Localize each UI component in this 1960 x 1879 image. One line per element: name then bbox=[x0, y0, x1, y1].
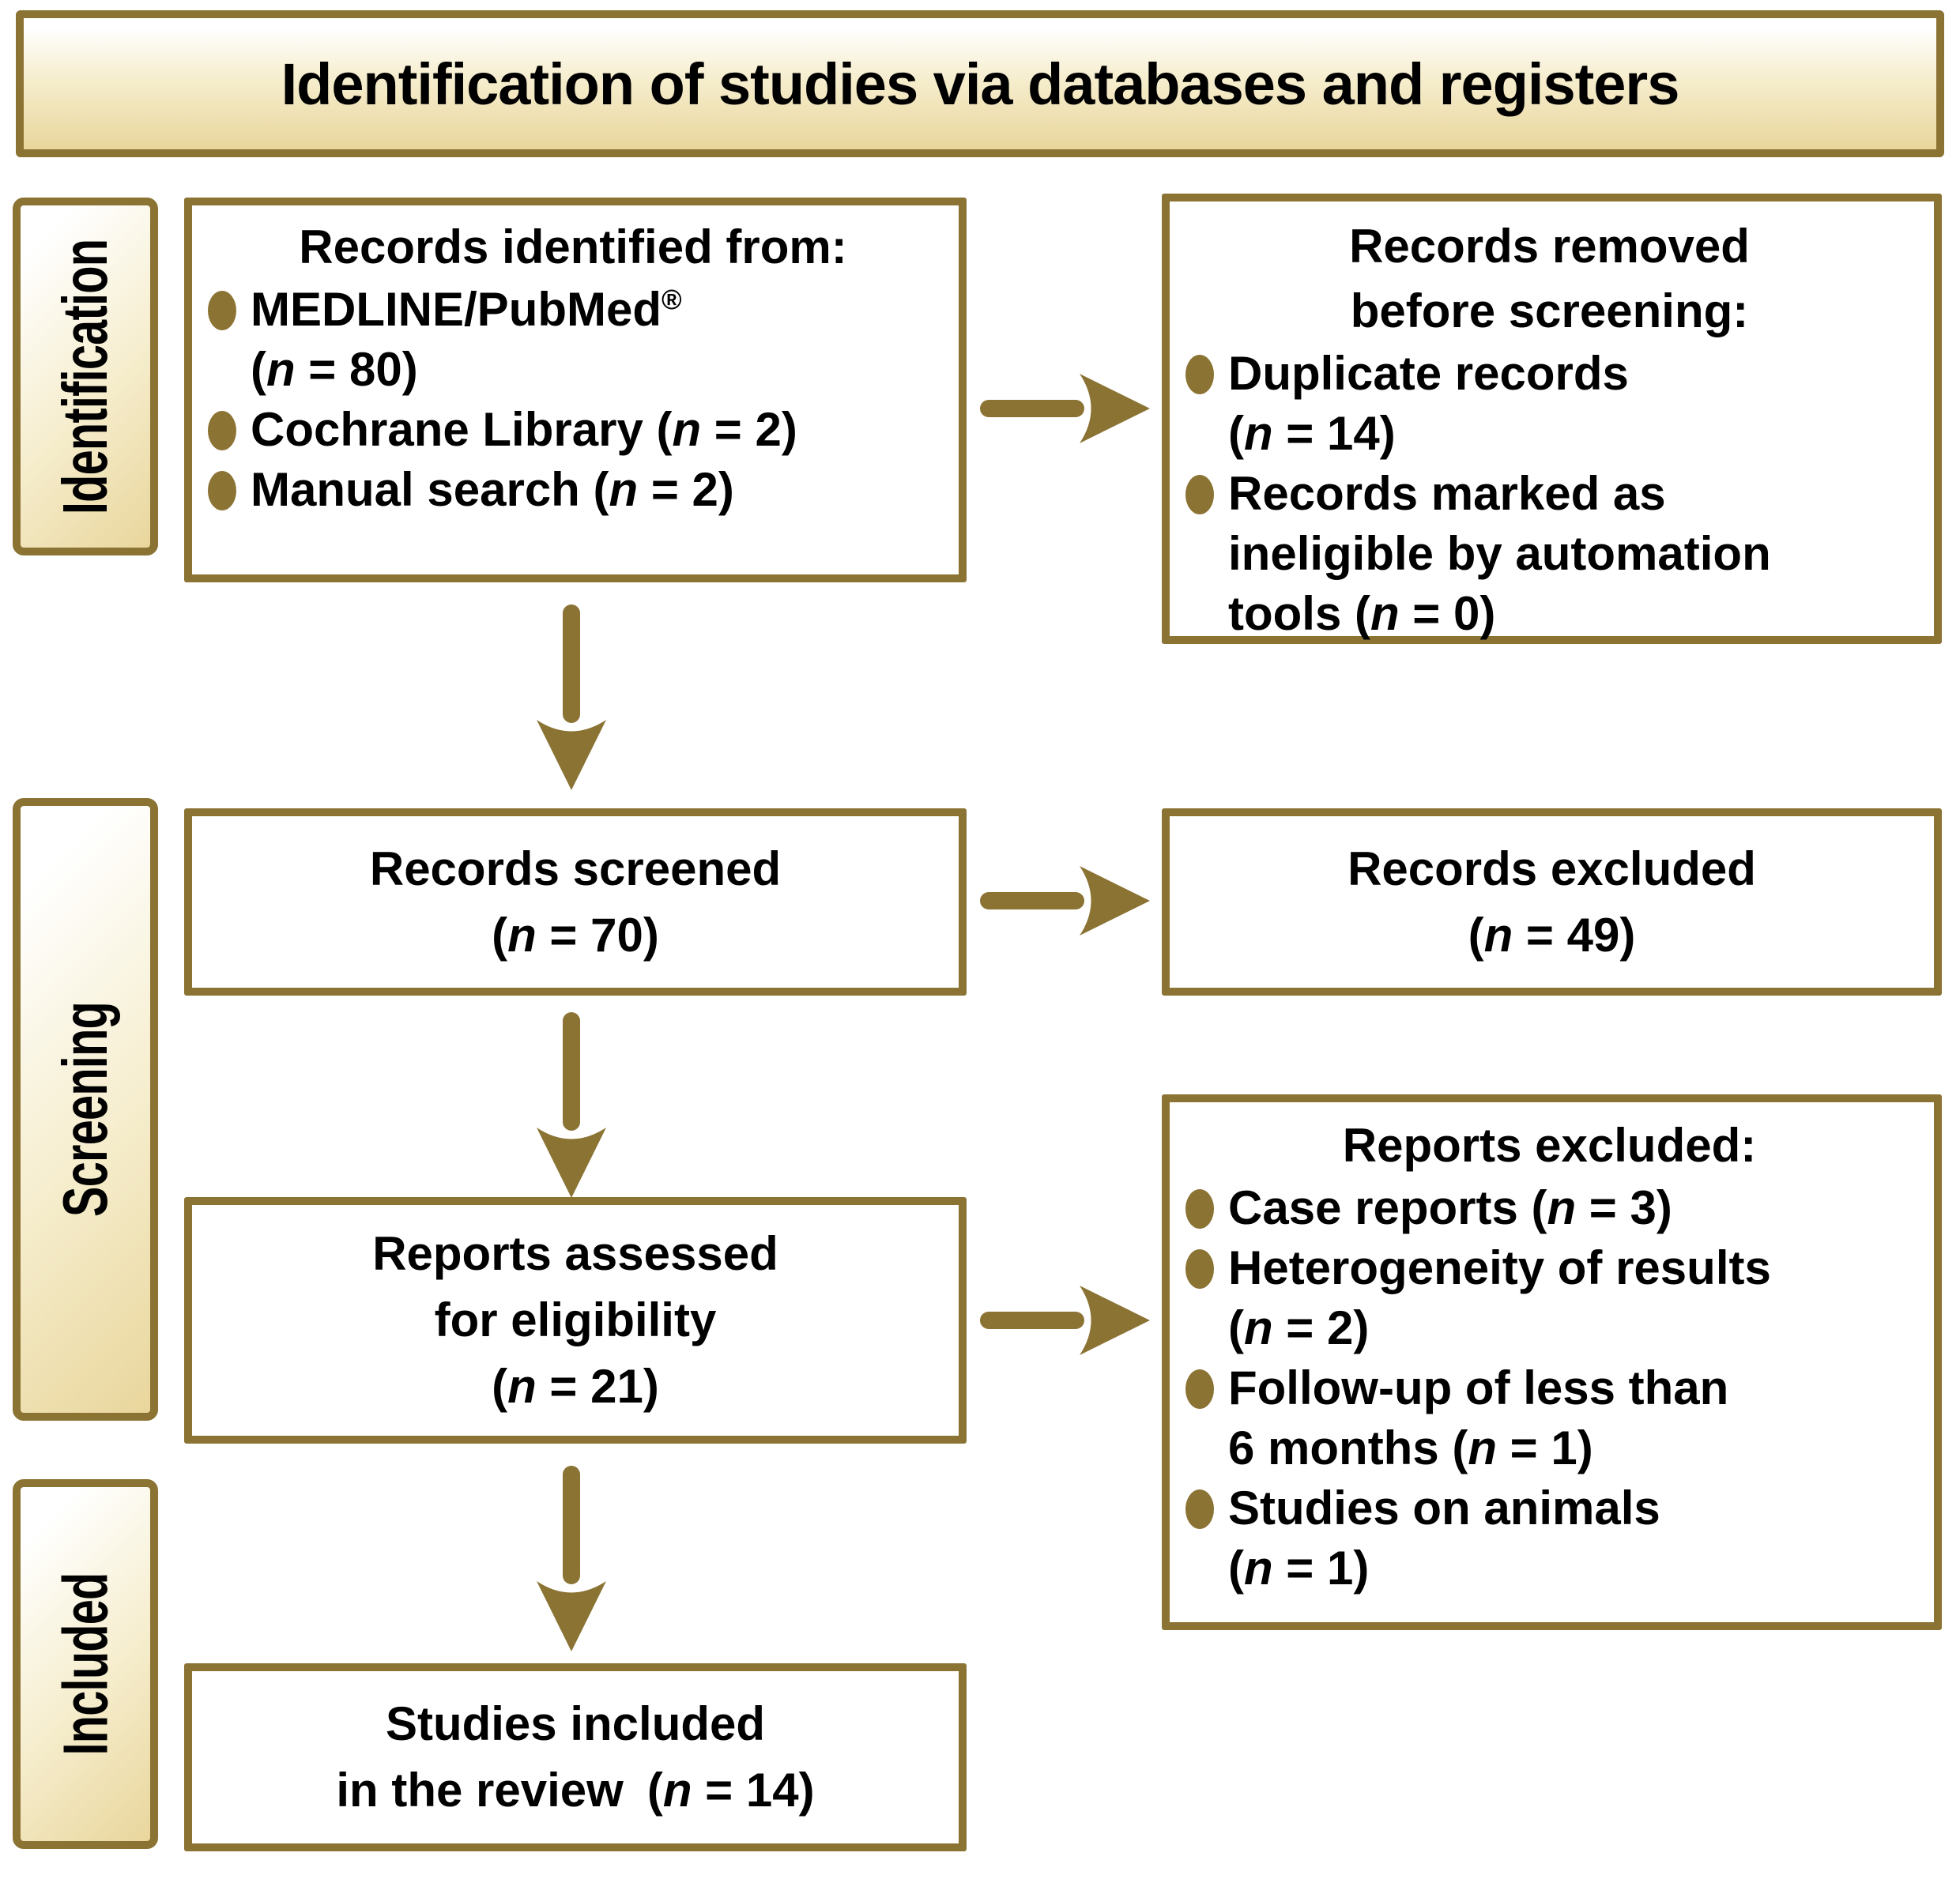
list-item: Studies on animals (n = 1) bbox=[1185, 1478, 1918, 1598]
stage-label-text: Included bbox=[50, 1572, 120, 1756]
box-text: Reports assessed for eligibility (n = 21… bbox=[372, 1227, 778, 1413]
title-banner: Identification of studies via databases … bbox=[16, 10, 1944, 157]
box-records-screened: Records screened (n = 70) bbox=[184, 808, 967, 996]
list-item: MEDLINE/PubMed® (n = 80) bbox=[208, 280, 943, 400]
stage-label-screening: Screening bbox=[13, 798, 158, 1421]
list-item-text: Heterogeneity of results (n = 2) bbox=[1228, 1241, 1771, 1354]
bullet-list: Duplicate records (n = 14) Records marke… bbox=[1181, 344, 1918, 644]
box-text: Studies included in the review (n = 14) bbox=[336, 1697, 815, 1817]
bullet-icon bbox=[1185, 1489, 1214, 1529]
list-item: Duplicate records (n = 14) bbox=[1185, 344, 1918, 464]
list-item-text: Manual search (n = 2) bbox=[251, 463, 734, 516]
list-item: Manual search (n = 2) bbox=[208, 460, 943, 520]
list-item-text: Follow-up of less than 6 months (n = 1) bbox=[1228, 1361, 1729, 1474]
box-heading: Reports excluded: bbox=[1342, 1119, 1757, 1172]
right-arrow-assessed-to-reports-excluded bbox=[980, 1286, 1150, 1355]
bullet-icon bbox=[208, 471, 236, 510]
down-arrow-screened-to-assessed bbox=[537, 1012, 606, 1198]
list-item: Cochrane Library (n = 2) bbox=[208, 400, 943, 460]
box-heading: Records identified from: bbox=[299, 220, 847, 273]
box-heading: Records removed before screening: bbox=[1349, 220, 1750, 337]
box-reports-assessed: Reports assessed for eligibility (n = 21… bbox=[184, 1197, 967, 1444]
list-item: Follow-up of less than 6 months (n = 1) bbox=[1185, 1358, 1918, 1478]
stage-label-included: Included bbox=[13, 1479, 158, 1849]
bullet-icon bbox=[1185, 355, 1214, 394]
bullet-icon bbox=[1185, 1249, 1214, 1289]
bullet-icon bbox=[1185, 1189, 1214, 1229]
list-item-text: Cochrane Library (n = 2) bbox=[251, 403, 797, 456]
list-item: Records marked as ineligible by automati… bbox=[1185, 464, 1918, 644]
down-arrow-identified-to-screened bbox=[537, 604, 606, 790]
down-arrow-assessed-to-included bbox=[537, 1466, 606, 1651]
bullet-list: Case reports (n = 3) Heterogeneity of re… bbox=[1181, 1178, 1918, 1598]
bullet-icon bbox=[1185, 475, 1214, 514]
list-item: Heterogeneity of results (n = 2) bbox=[1185, 1238, 1918, 1358]
bullet-icon bbox=[208, 411, 236, 450]
box-text: Records excluded (n = 49) bbox=[1348, 842, 1756, 962]
stage-label-identification: Identification bbox=[13, 198, 158, 555]
right-arrow-screened-to-excluded bbox=[980, 866, 1150, 936]
box-records-identified: Records identified from: MEDLINE/PubMed®… bbox=[184, 198, 967, 582]
bullet-list: MEDLINE/PubMed® (n = 80) Cochrane Librar… bbox=[203, 280, 943, 520]
list-item-text: Studies on animals (n = 1) bbox=[1228, 1482, 1660, 1595]
box-records-removed: Records removed before screening: Duplic… bbox=[1162, 194, 1942, 644]
list-item-text: Records marked as ineligible by automati… bbox=[1228, 467, 1771, 640]
box-studies-included: Studies included in the review (n = 14) bbox=[184, 1663, 967, 1851]
bullet-icon bbox=[1185, 1369, 1214, 1409]
stage-label-text: Screening bbox=[50, 1001, 121, 1218]
box-records-excluded: Records excluded (n = 49) bbox=[1162, 808, 1942, 996]
list-item: Case reports (n = 3) bbox=[1185, 1178, 1918, 1238]
list-item-text: MEDLINE/PubMed® (n = 80) bbox=[251, 283, 682, 396]
stage-label-text: Identification bbox=[50, 239, 120, 514]
list-item-text: Duplicate records (n = 14) bbox=[1228, 347, 1629, 460]
list-item-text: Case reports (n = 3) bbox=[1228, 1181, 1672, 1234]
bullet-icon bbox=[208, 291, 236, 330]
box-text: Records screened (n = 70) bbox=[369, 842, 782, 962]
diagram-title: Identification of studies via databases … bbox=[281, 51, 1680, 117]
box-reports-excluded: Reports excluded: Case reports (n = 3) H… bbox=[1162, 1094, 1942, 1630]
right-arrow-identified-to-removed bbox=[980, 374, 1150, 443]
